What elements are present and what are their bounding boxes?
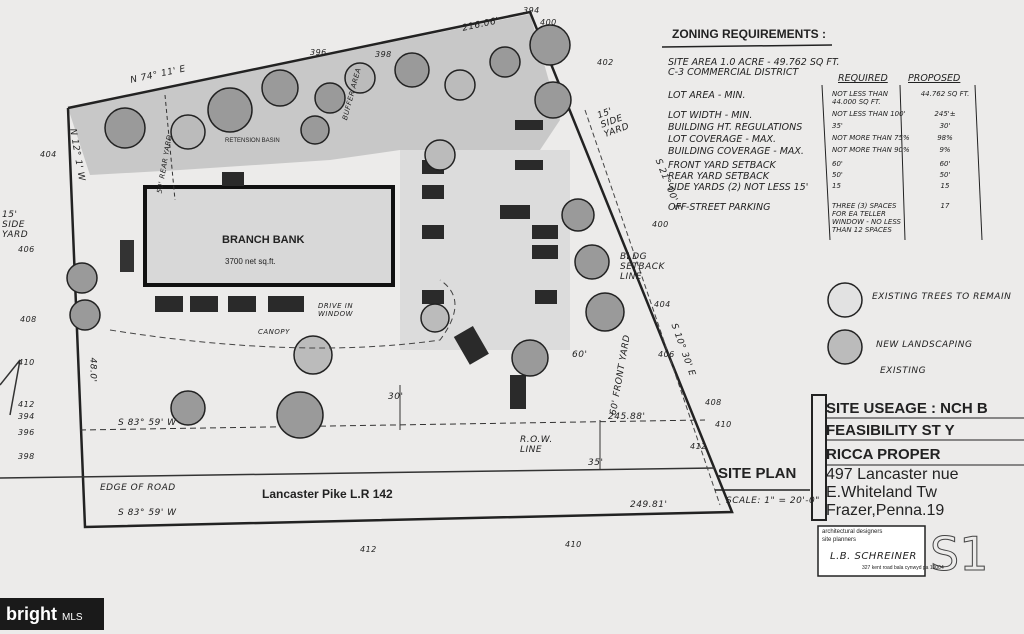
side-yard-left: 15' SIDE YARD — [2, 210, 29, 240]
watermark-suffix: MLS — [62, 612, 83, 623]
edge-of-road — [0, 467, 716, 479]
contour-label: 408 — [705, 398, 722, 407]
address-1: 497 Lancaster nue — [826, 466, 959, 483]
bearing-bottom: S 83° 59' W — [118, 418, 177, 428]
contour-label: 400 — [652, 220, 669, 229]
zoning-row-label: LOT AREA - MIN. — [668, 90, 746, 101]
existing-trees — [66, 24, 863, 439]
retention-basin-label: RETENSION BASIN — [225, 138, 280, 144]
contour-label: 396 — [18, 428, 35, 437]
feasibility: FEASIBILITY ST Y — [826, 422, 955, 439]
zoning-row-required: 15 — [832, 182, 841, 190]
scale: SCALE: 1" = 20'-0" — [726, 496, 820, 506]
bearing-road: S 83° 59' W — [118, 508, 177, 518]
address-2: E.Whiteland Tw — [826, 484, 937, 501]
zoning-row-required: NOT MORE THAN 75% — [832, 134, 910, 142]
address-3: Frazer,Penna.19 — [826, 502, 945, 519]
contour-label: 406 — [658, 350, 675, 359]
contour-label: 398 — [375, 50, 392, 59]
contour-label: 394 — [18, 412, 35, 421]
dim-35: 35' — [588, 458, 604, 468]
contour-label: 408 — [20, 315, 37, 324]
zoning-row-required: NOT MORE THAN 90% — [832, 146, 910, 154]
zoning-row-label: LOT WIDTH - MIN. — [668, 110, 753, 121]
site-area: SITE AREA 1.0 ACRE - 49.762 SQ FT. — [668, 57, 840, 68]
zoning-row-required: NOT LESS THAN 100' — [832, 110, 906, 118]
dim-30: 30' — [388, 392, 404, 402]
district: C-3 COMMERCIAL DISTRICT — [668, 67, 799, 78]
col-proposed: PROPOSED — [908, 73, 961, 84]
bright-mls-watermark: bright MLS — [0, 598, 104, 630]
stamp-address: 327 kent road bala cynwyd pa 19004 — [862, 565, 944, 571]
row-line — [79, 419, 706, 431]
dim-245: 245.88' — [608, 412, 646, 422]
zoning-row-proposed: 15 — [940, 182, 950, 190]
zoning-row-proposed: 44.762 SQ FT. — [920, 90, 970, 98]
zoning-row-proposed: 17 — [940, 202, 950, 210]
contour-label: 412 — [690, 442, 707, 451]
stamp-line2: site planners — [822, 537, 857, 543]
contour-label: 404 — [40, 150, 57, 159]
new-trees — [170, 62, 863, 375]
contour-label: 410 — [565, 540, 582, 549]
zoning-row-required: 50' — [832, 171, 843, 179]
site-plan-title: SITE PLAN — [718, 465, 797, 482]
parking-spaces — [155, 120, 558, 409]
zoning-row-proposed: 9% — [939, 146, 951, 154]
building-label: BRANCH BANK — [222, 234, 305, 246]
zoning-row-proposed: 98% — [937, 134, 953, 142]
architect-stamp — [817, 525, 926, 577]
sheet-number: S1 — [930, 527, 988, 581]
contour-label: 412 — [18, 400, 35, 409]
edge-of-road-label: EDGE OF ROAD — [100, 483, 176, 493]
contour-label: 396 — [310, 48, 327, 57]
row-line-label: R.O.W. LINE — [520, 435, 553, 455]
zoning-row-proposed: 245'± — [934, 110, 956, 118]
zoning-row-required: NOT LESS THAN 44.000 SQ FT. — [832, 90, 888, 106]
site-usage: SITE USEAGE : NCH B — [826, 400, 988, 417]
dim-60: 60' — [572, 350, 588, 360]
zoning-row-proposed: 30' — [939, 122, 951, 130]
contour-label: 402 — [597, 58, 614, 67]
zoning-row-required: 60' — [832, 160, 843, 168]
zoning-row-proposed: 50' — [939, 171, 951, 179]
legend-existing: EXISTING — [880, 366, 927, 376]
stamp-name: L.B. SCHREINER — [830, 551, 917, 562]
contour-label: 404 — [654, 300, 671, 309]
contour-label: 410 — [715, 420, 732, 429]
canopy-label: CANOPY — [258, 328, 290, 336]
stamp-line1: architectural designers — [822, 529, 883, 535]
dim-249: 249.81' — [630, 500, 668, 510]
dim-48: 48.0' — [87, 357, 98, 383]
zoning-row-label: BUILDING COVERAGE - MAX. — [668, 146, 804, 157]
contour-label: 400 — [540, 18, 557, 27]
drive-in-label: DRIVE IN WINDOW — [318, 302, 354, 318]
col-required: REQUIRED — [838, 73, 888, 84]
contour-label: 398 — [18, 452, 35, 461]
watermark-brand: bright — [6, 604, 57, 624]
zoning-row-label: FRONT YARD SETBACK — [668, 160, 776, 171]
zoning-row-required: THREE (3) SPACES FOR EA TELLER WINDOW - … — [832, 202, 901, 234]
zoning-row-label: BUILDING HT. REGULATIONS — [668, 122, 803, 133]
bldg-setback-label: BLDG SETBACK LINE — [620, 252, 665, 282]
legend-existing-trees: EXISTING TREES TO REMAIN — [872, 292, 1012, 302]
contour-label: 412 — [360, 545, 377, 554]
contour-label: 406 — [18, 245, 35, 254]
zoning-title: ZONING REQUIREMENTS : — [672, 27, 827, 41]
zoning-row-label: REAR YARD SETBACK — [668, 171, 769, 182]
lot-boundary — [66, 10, 734, 529]
branch-bank-building — [143, 185, 395, 287]
building-area: 3700 net sq.ft. — [225, 257, 276, 266]
zoning-row-label: OFF-STREET PARKING — [668, 202, 771, 213]
property-name: RICCA PROPER — [826, 446, 941, 463]
legend-new-trees: NEW LANDSCAPING — [876, 340, 973, 350]
zoning-row-proposed: 60' — [939, 160, 951, 168]
road-label: Lancaster Pike L.R 142 — [262, 487, 393, 501]
zoning-row-label: SIDE YARDS (2) NOT LESS 15' — [668, 182, 809, 193]
contour-label: 410 — [18, 358, 35, 367]
contour-label: 394 — [523, 6, 540, 15]
zoning-row-label: LOT COVERAGE - MAX. — [668, 134, 777, 145]
zoning-row-required: 35' — [832, 122, 843, 130]
